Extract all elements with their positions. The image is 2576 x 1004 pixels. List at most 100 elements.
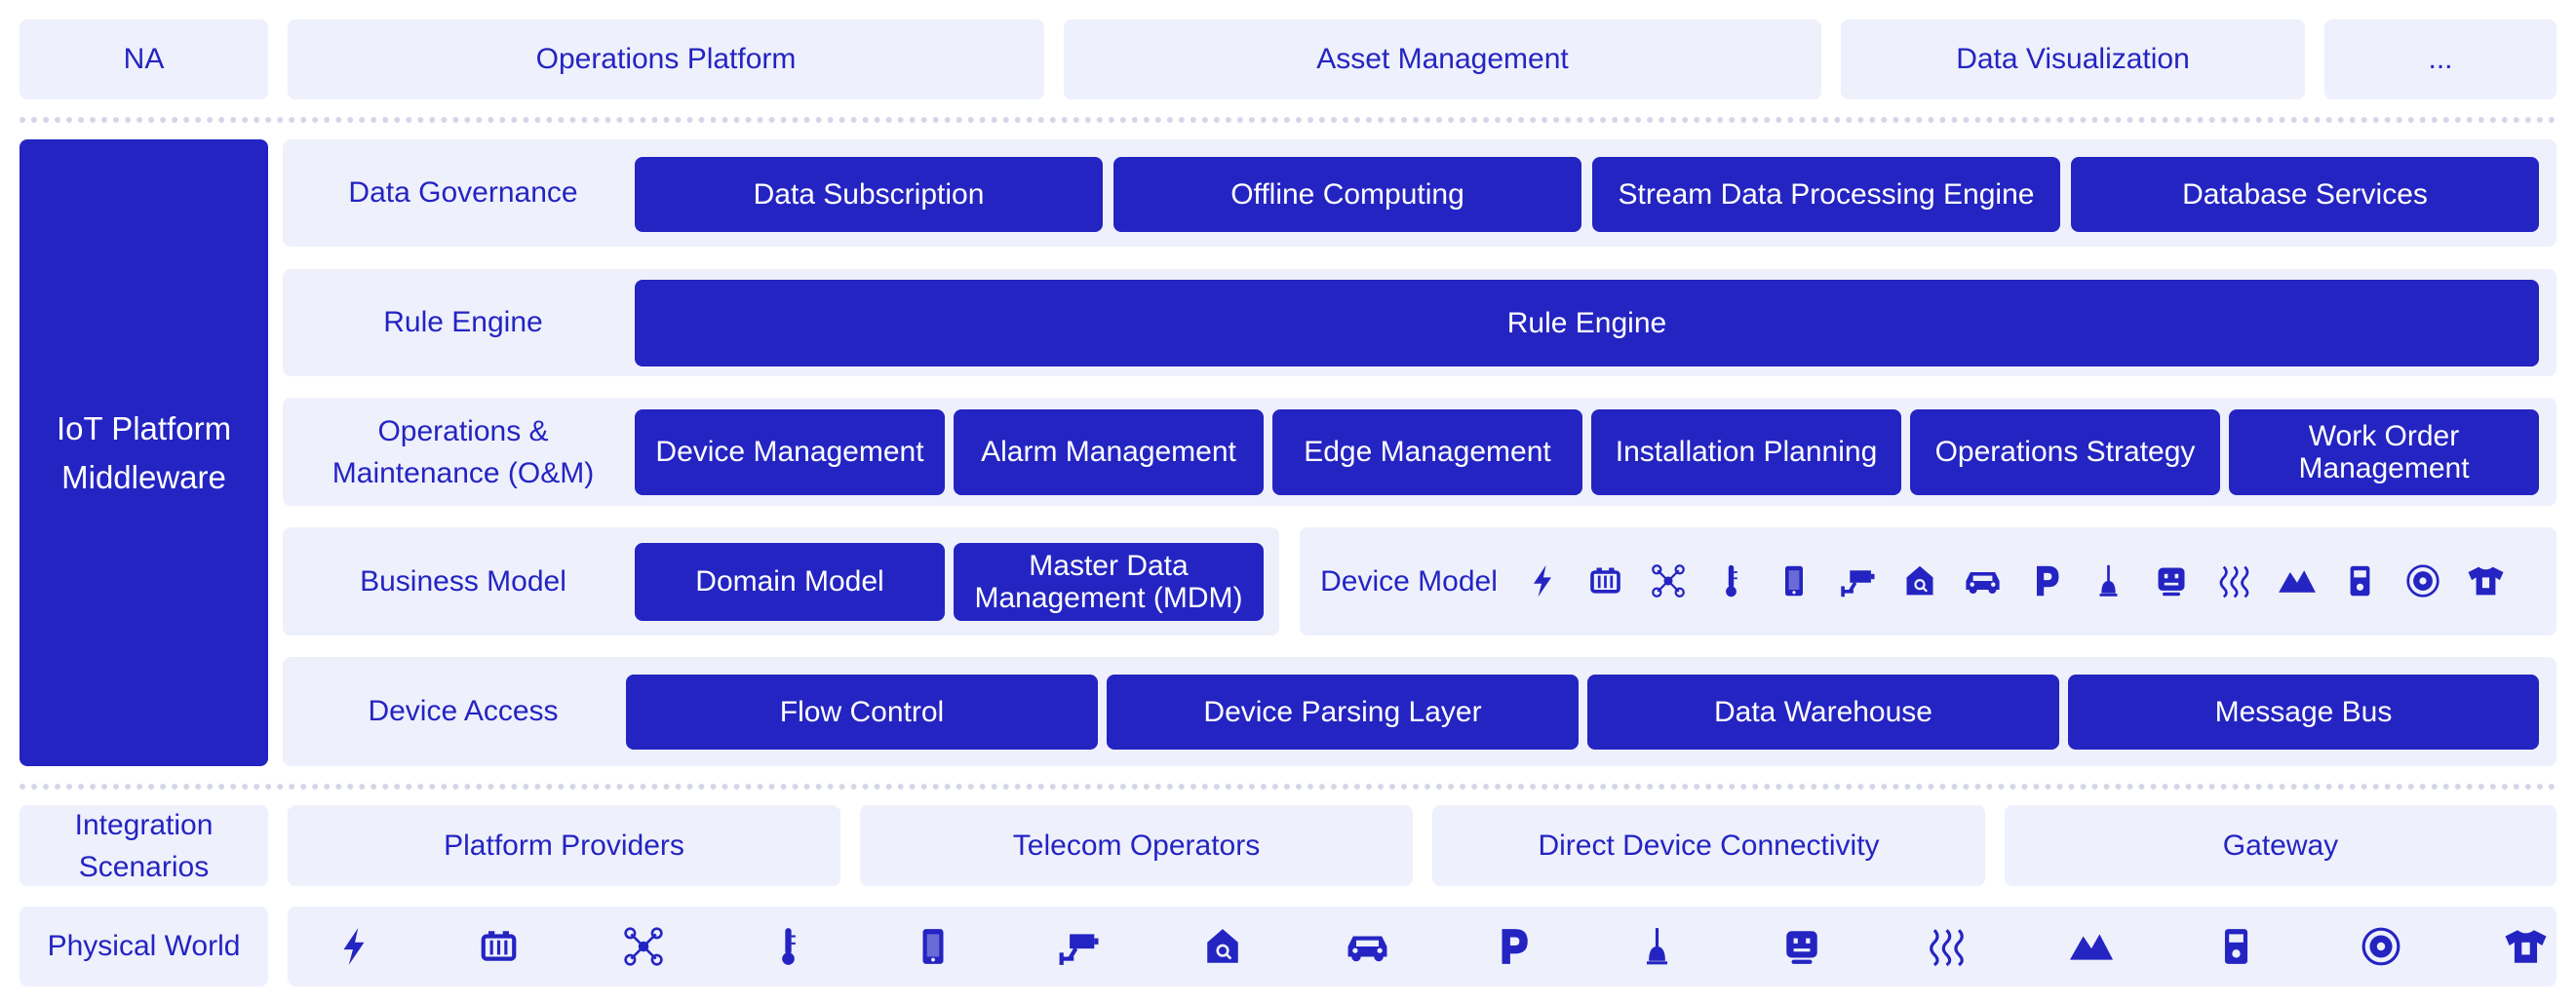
device-parsing-layer-button[interactable]: Device Parsing Layer — [1107, 675, 1579, 750]
device-management-button[interactable]: Device Management — [635, 409, 945, 495]
button-label: Alarm Management — [981, 436, 1236, 468]
network-nodes-icon — [1652, 564, 1685, 598]
platform-providers-button[interactable]: Platform Providers — [288, 805, 840, 886]
mountain-icon — [2279, 570, 2316, 593]
top-row-label: Data Visualization — [1956, 43, 2190, 75]
smart-home-icon — [1906, 565, 1933, 596]
thermometer-icon — [782, 928, 796, 965]
row-label-text: Operations & Maintenance (O&M) — [332, 414, 595, 489]
top-row-na[interactable]: NA — [20, 19, 268, 99]
business-model-label: Business Model — [283, 527, 644, 636]
button-label: Data Subscription — [753, 177, 985, 211]
stream-data-processing-engine-button[interactable]: Stream Data Processing Engine — [1592, 157, 2060, 232]
tshirt-icon — [2505, 930, 2547, 963]
database-services-button[interactable]: Database Services — [2071, 157, 2539, 232]
data-warehouse-button[interactable]: Data Warehouse — [1587, 675, 2059, 750]
rule-engine-bar[interactable]: Rule Engine — [635, 280, 2539, 367]
row-label-text: Data Governance — [348, 176, 578, 209]
flow-control-button[interactable]: Flow Control — [626, 675, 1098, 750]
work-order-management-button[interactable]: Work Order Management — [2229, 409, 2539, 495]
button-label: Installation Planning — [1615, 436, 1878, 468]
top-row-label: NA — [123, 43, 165, 75]
disc-icon — [2361, 927, 2400, 966]
heat-waves-icon — [1930, 929, 1964, 967]
row-label-text: Physical World — [47, 930, 241, 962]
car-icon — [1347, 936, 1387, 962]
parking-icon — [2037, 565, 2059, 597]
top-row-data-visualization[interactable]: Data Visualization — [1841, 19, 2305, 99]
operations-strategy-button[interactable]: Operations Strategy — [1910, 409, 2220, 495]
meter-icon — [2350, 565, 2370, 597]
installation-planning-button[interactable]: Installation Planning — [1591, 409, 1901, 495]
lightning-icon — [343, 928, 365, 965]
top-row-more[interactable]: ... — [2324, 19, 2556, 99]
button-label: Data Warehouse — [1713, 695, 1932, 728]
thermometer-icon — [1726, 564, 1737, 598]
mdm-button[interactable]: Master Data Management (MDM) — [954, 543, 1264, 621]
button-label: Stream Data Processing Engine — [1618, 177, 2035, 211]
button-label: Message Bus — [2214, 695, 2393, 728]
device-model-icons — [1534, 564, 2504, 599]
button-label: Device Parsing Layer — [1203, 695, 1482, 728]
direct-device-connectivity-button[interactable]: Direct Device Connectivity — [1432, 805, 1985, 886]
battery-pack-icon — [481, 931, 517, 961]
button-label: Rule Engine — [1506, 306, 1667, 339]
parking-icon — [1502, 929, 1528, 964]
physical-world-panel — [288, 907, 2556, 986]
button-label: Telecom Operators — [1012, 829, 1261, 862]
top-row-asset-management[interactable]: Asset Management — [1064, 19, 1821, 99]
button-label: Platform Providers — [444, 829, 684, 862]
button-label: Device Management — [655, 436, 924, 468]
meter-icon — [2224, 929, 2248, 964]
row-label-text: Rule Engine — [383, 306, 543, 338]
om-label: Operations & Maintenance (O&M) — [283, 398, 644, 506]
button-label: Master Data Management (MDM) — [974, 550, 1243, 614]
data-governance-label: Data Governance — [283, 139, 644, 247]
row-label-text: Business Model — [360, 564, 566, 598]
button-label: Edge Management — [1304, 436, 1551, 468]
tshirt-icon — [2468, 566, 2504, 596]
heat-waves-icon — [2219, 565, 2249, 599]
domain-model-button[interactable]: Domain Model — [635, 543, 945, 621]
row-label-text: Device Model — [1320, 564, 1498, 598]
lightning-icon — [1534, 564, 1551, 598]
button-label: Offline Computing — [1230, 177, 1464, 211]
row-label-text: Integration Scenarios — [74, 808, 214, 883]
button-label: Operations Strategy — [1934, 436, 2196, 468]
device-access-label: Device Access — [283, 657, 644, 766]
divider-bottom — [20, 784, 2556, 790]
row-label-text: Device Access — [368, 695, 559, 727]
telecom-operators-button[interactable]: Telecom Operators — [860, 805, 1413, 886]
robot-icon — [1786, 931, 1817, 964]
button-label: Direct Device Connectivity — [1538, 829, 1880, 862]
security-camera-icon — [1841, 570, 1875, 598]
button-label: Flow Control — [779, 695, 945, 728]
rule-engine-label: Rule Engine — [283, 269, 644, 376]
message-bus-button[interactable]: Message Bus — [2068, 675, 2539, 750]
physical-world-icons — [343, 927, 2547, 967]
alarm-management-button[interactable]: Alarm Management — [954, 409, 1264, 495]
top-row-operations-platform[interactable]: Operations Platform — [288, 19, 1044, 99]
top-row-label: Asset Management — [1316, 43, 1569, 75]
edge-management-button[interactable]: Edge Management — [1272, 409, 1582, 495]
smart-home-icon — [1207, 929, 1238, 963]
divider-top — [20, 117, 2556, 123]
tablet-icon — [1785, 565, 1803, 597]
street-lamp-icon — [2099, 564, 2118, 597]
iot-platform-middleware[interactable]: IoT Platform Middleware — [20, 139, 268, 766]
button-label: Database Services — [2182, 177, 2428, 211]
disc-icon — [2406, 564, 2439, 598]
offline-computing-button[interactable]: Offline Computing — [1113, 157, 1581, 232]
physical-world-label: Physical World — [20, 907, 268, 986]
top-row-label: Operations Platform — [535, 43, 797, 75]
car-icon — [1966, 572, 2000, 595]
security-camera-icon — [1059, 934, 1099, 965]
battery-pack-icon — [1590, 567, 1620, 594]
street-lamp-icon — [1647, 928, 1667, 965]
tablet-icon — [922, 929, 944, 964]
data-subscription-button[interactable]: Data Subscription — [635, 157, 1103, 232]
robot-icon — [2158, 567, 2185, 597]
button-label: Domain Model — [695, 565, 884, 598]
gateway-button[interactable]: Gateway — [2005, 805, 2556, 886]
mountain-icon — [2069, 934, 2114, 960]
